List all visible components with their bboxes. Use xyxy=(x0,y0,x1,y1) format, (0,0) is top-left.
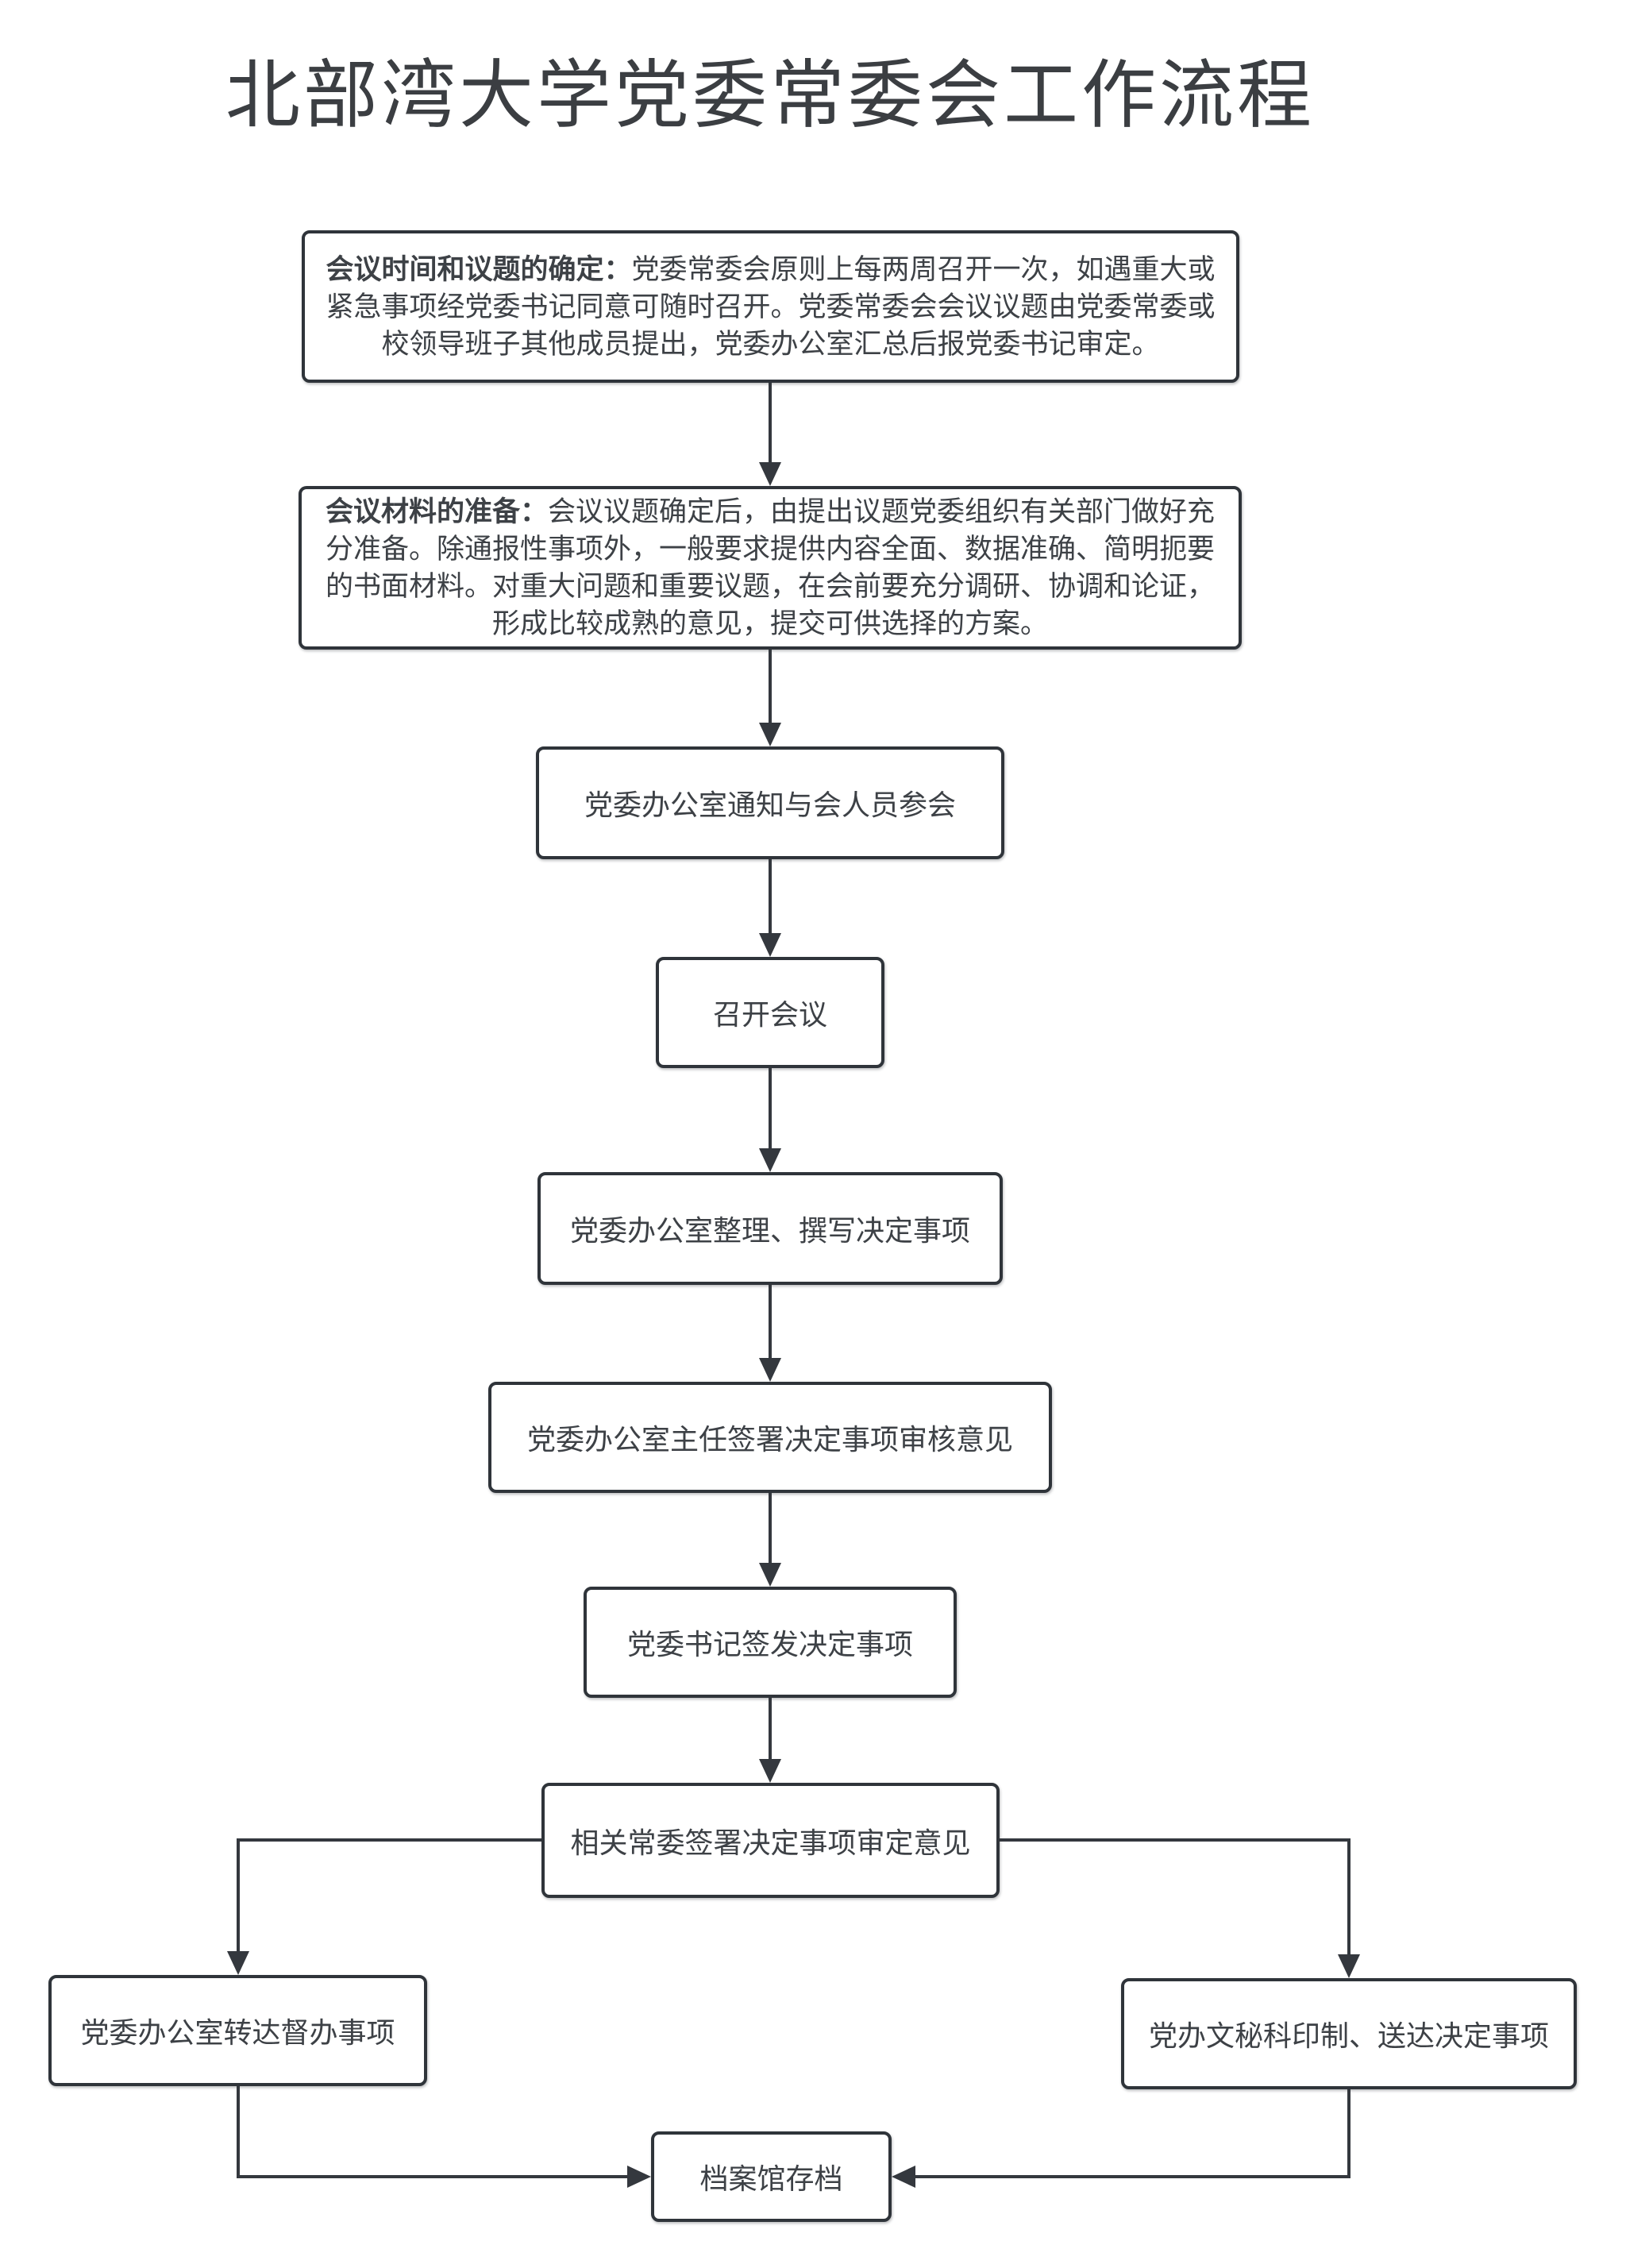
connector-n2-n3 xyxy=(769,650,772,726)
connector-n8-right-horizontal xyxy=(1000,1838,1351,1842)
connector-n4-n5 xyxy=(769,1068,772,1151)
connector-n8-left-vertical xyxy=(237,1838,240,1954)
diagram-title: 北部湾大学党委常委会工作流程 xyxy=(225,53,1315,137)
step-archive-label: 档案馆存档 xyxy=(699,2162,843,2195)
step-secretary-issue: 党委书记签发决定事项 xyxy=(584,1587,957,1698)
connector-n5-n6 xyxy=(769,1285,772,1361)
step-secretarial-print-deliver-label: 党办文秘科印制、送达决定事项 xyxy=(1148,2019,1549,2052)
connector-n1-n2 xyxy=(769,383,772,465)
arrowhead-n5-n6 xyxy=(759,1358,781,1382)
step-committee-members-sign-label: 相关常委签署决定事项审定意见 xyxy=(570,1826,971,1859)
connector-n6-n7 xyxy=(769,1493,772,1566)
connector-n10-archive-horizontal xyxy=(913,2175,1351,2178)
connector-n8-right-vertical xyxy=(1347,1838,1351,1958)
step-determine-time-topics-label: 会议时间和议题的确定： xyxy=(326,253,632,285)
step-prepare-materials-body: 会议议题确定后，由提出议题党委组织有关部门做好充分准备。除通报性事项外，一般要求… xyxy=(325,496,1216,639)
connector-n3-n4 xyxy=(769,859,772,936)
connector-n10-archive-vertical xyxy=(1347,2089,1351,2178)
arrowhead-n7-n8 xyxy=(759,1759,781,1783)
step-office-forward-supervise-label: 党委办公室转达督办事项 xyxy=(80,2016,395,2049)
arrowhead-n3-n4 xyxy=(759,933,781,957)
step-office-forward-supervise: 党委办公室转达督办事项 xyxy=(48,1975,427,2086)
step-draft-decisions-label: 党委办公室整理、撰写决定事项 xyxy=(569,1214,970,1247)
step-determine-time-topics-body: 党委常委会原则上每两周召开一次，如遇重大或紧急事项经党委书记同意可随时召开。党委… xyxy=(326,253,1216,360)
arrowhead-n4-n5 xyxy=(759,1148,781,1172)
step-prepare-materials-label: 会议材料的准备： xyxy=(325,496,548,527)
arrowhead-n1-n2 xyxy=(759,462,781,486)
connector-n7-n8 xyxy=(769,1698,772,1762)
connector-n9-archive-vertical xyxy=(237,2086,240,2178)
step-prepare-materials: 会议材料的准备：会议议题确定后，由提出议题党委组织有关部门做好充分准备。除通报性… xyxy=(299,486,1242,650)
step-office-director-sign: 党委办公室主任签署决定事项审核意见 xyxy=(488,1382,1052,1493)
step-office-director-sign-label: 党委办公室主任签署决定事项审核意见 xyxy=(526,1423,1013,1456)
arrowhead-n6-n7 xyxy=(759,1563,781,1587)
arrowhead-n2-n3 xyxy=(759,723,781,746)
connector-n9-archive-horizontal xyxy=(237,2175,630,2178)
step-notify-attendees-label: 党委办公室通知与会人员参会 xyxy=(584,789,956,821)
step-determine-time-topics: 会议时间和议题的确定：党委常委会原则上每两周召开一次，如遇重大或紧急事项经党委书… xyxy=(302,230,1239,383)
connector-n8-left-horizontal xyxy=(237,1838,541,1842)
step-secretary-issue-label: 党委书记签发决定事项 xyxy=(626,1628,913,1660)
step-prepare-materials-text: 会议材料的准备：会议议题确定后，由提出议题党委组织有关部门做好充分准备。除通报性… xyxy=(321,493,1220,642)
arrowhead-n10-n11 xyxy=(892,2166,915,2188)
step-draft-decisions: 党委办公室整理、撰写决定事项 xyxy=(538,1172,1003,1285)
step-hold-meeting-label: 召开会议 xyxy=(712,998,827,1031)
step-archive: 档案馆存档 xyxy=(651,2131,892,2222)
step-determine-time-topics-text: 会议时间和议题的确定：党委常委会原则上每两周召开一次，如遇重大或紧急事项经党委书… xyxy=(324,251,1217,363)
step-notify-attendees: 党委办公室通知与会人员参会 xyxy=(536,746,1004,859)
step-committee-members-sign: 相关常委签署决定事项审定意见 xyxy=(541,1783,1000,1898)
arrowhead-n8-n10 xyxy=(1338,1954,1360,1978)
step-secretarial-print-deliver: 党办文秘科印制、送达决定事项 xyxy=(1121,1978,1577,2089)
arrowhead-n9-n11 xyxy=(627,2166,651,2188)
arrowhead-n8-n9 xyxy=(227,1951,249,1975)
step-hold-meeting: 召开会议 xyxy=(656,957,884,1068)
